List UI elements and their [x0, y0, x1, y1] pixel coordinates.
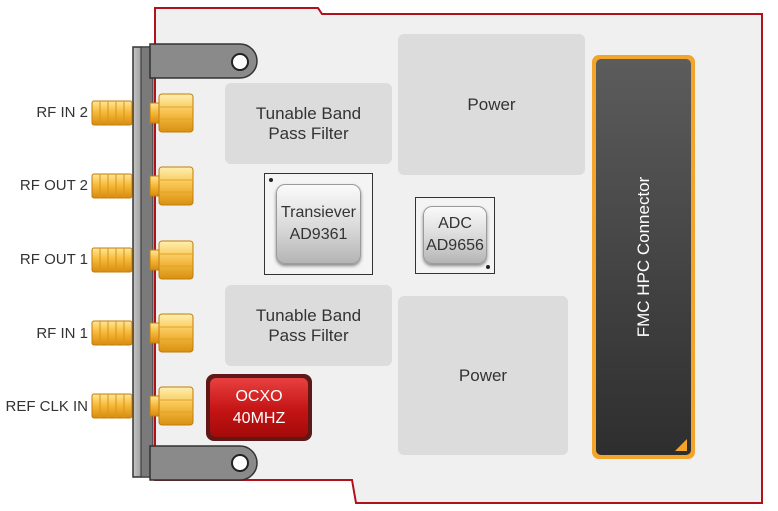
sma-connector-rf-in-1 — [91, 313, 194, 353]
transceiver-line2: AD9361 — [289, 226, 348, 243]
ocxo-line2: 40MHZ — [232, 409, 286, 427]
port-label-ref-clk-in: REF CLK IN — [5, 398, 88, 415]
sma-connector-rf-in-2 — [91, 93, 194, 133]
fmc-hpc-connector: FMC HPC Connector — [592, 55, 695, 459]
ocxo-oscillator: OCXO 40MHZ — [206, 374, 312, 441]
power-block-bottom: Power — [398, 296, 568, 455]
power-block-top: Power — [398, 34, 585, 175]
pin1-marker — [486, 265, 490, 269]
adc-line1: ADC — [438, 215, 472, 232]
port-label-rf-in-2: RF IN 2 — [36, 104, 88, 121]
screw-hole-bottom — [231, 454, 249, 472]
tunable-filter-top: Tunable Band Pass Filter — [225, 83, 392, 164]
sma-connector-ref-clk-in — [91, 386, 194, 426]
port-label-rf-in-1: RF IN 1 — [36, 325, 88, 342]
adc-line2: AD9656 — [426, 237, 484, 254]
port-label-rf-out-2: RF OUT 2 — [19, 177, 88, 194]
filter-bottom-line2: Pass Filter — [268, 325, 349, 345]
sma-connector-rf-out-2 — [91, 166, 194, 206]
port-label-rf-out-1: RF OUT 1 — [19, 251, 88, 268]
ocxo-line1: OCXO — [235, 387, 283, 405]
filter-top-line2: Pass Filter — [268, 123, 349, 143]
transceiver-chip: Transiever AD9361 — [276, 184, 361, 264]
adc-chip: ADC AD9656 — [423, 206, 487, 264]
tunable-filter-bottom: Tunable Band Pass Filter — [225, 285, 392, 366]
filter-bottom-line1: Tunable Band — [255, 305, 362, 325]
transceiver-line1: Transiever — [281, 204, 356, 221]
pin1-corner-marker — [675, 439, 687, 451]
adc-chip-frame: ADC AD9656 — [415, 197, 495, 274]
mount-tab-bottom — [149, 445, 258, 481]
screw-hole-top — [231, 53, 249, 71]
filter-top-line1: Tunable Band — [255, 103, 362, 123]
fmc-connector-label: FMC HPC Connector — [633, 176, 653, 338]
mount-tab-top — [149, 43, 258, 79]
transceiver-chip-frame: Transiever AD9361 — [264, 173, 373, 275]
pin1-marker — [269, 178, 273, 182]
sma-connector-rf-out-1 — [91, 240, 194, 280]
